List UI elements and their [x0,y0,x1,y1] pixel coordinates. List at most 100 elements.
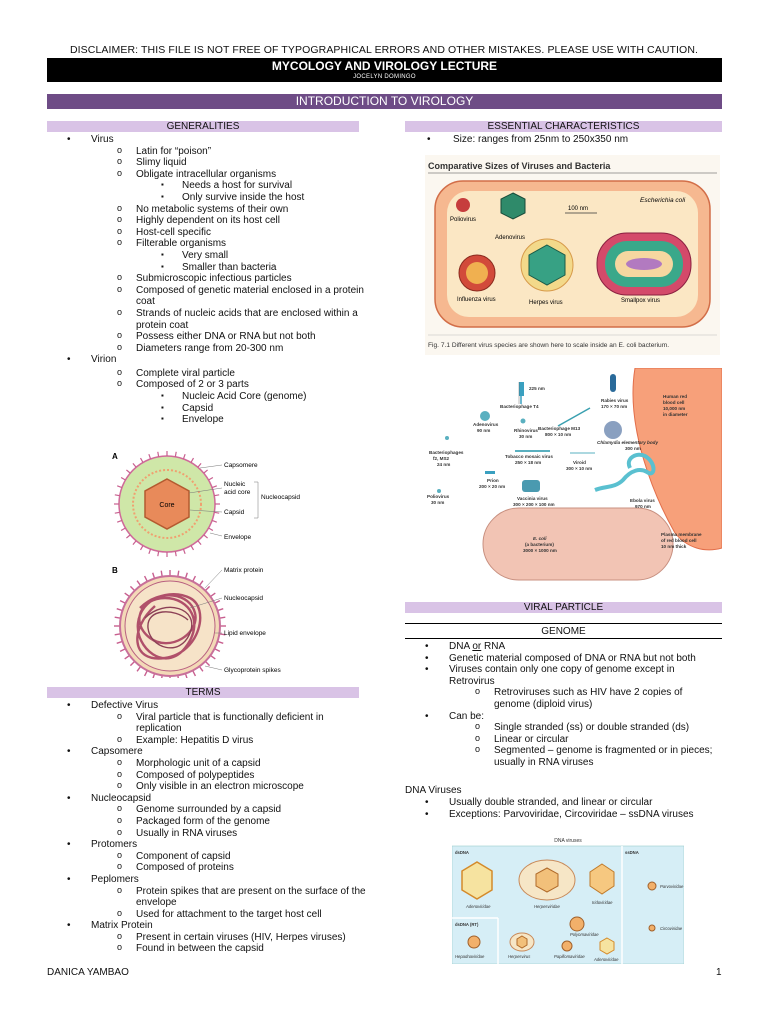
bullet-circle: o [117,733,123,744]
glycoprotein-spike [143,575,148,582]
glycoprotein-spike [136,580,142,586]
comparative-sizes-figure: Comparative Sizes of Viruses and Bacteri… [425,155,720,355]
envelope-label: Envelope [224,534,251,541]
size-label: (a bacterium) [525,542,554,547]
bullet-dot: • [425,797,429,808]
size-label: 3000 × 1000 nm [523,548,557,553]
scale-label: 100 nm [568,206,588,212]
glycoprotein-spike [198,666,204,672]
bullet-circle: o [117,930,123,941]
bullet-dot: • [67,873,71,885]
bullet-square: ▪ [161,414,164,424]
herpesvirus-capsid [516,935,528,949]
size-label: Bacteriophage M13 [538,426,581,431]
size-label: 170 × 70 nm [601,404,627,409]
figure-label-b: B [112,566,118,575]
bullet-circle: o [117,768,123,779]
size-label: 24 nm [437,462,450,467]
capsomere-label: Capsomere [224,462,258,469]
virus-family-label: Hepadnaviridae [455,954,485,959]
glycoprotein-spike [210,592,216,598]
glycoprotein-spike [211,519,218,523]
bullet-circle: o [117,156,123,167]
adenovirus-label: Adenovirus [495,235,525,241]
dna-viruses-list: •Usually double stranded, and linear or … [405,797,720,820]
essential-characteristics-heading: ESSENTIAL CHARACTERISTICS [405,121,722,132]
list-item: •Defective Virus [67,700,159,711]
bullet-circle: o [475,686,481,697]
glycoprotein-spike [116,485,123,489]
figure-label-a: A [112,452,118,461]
bullet-circle: o [117,202,123,213]
glycoprotein-spike [132,463,137,468]
glycoprotein-spike [203,534,208,539]
bullet-circle: o [475,732,481,743]
list-item: •Protomers [67,839,138,851]
list-item: •Usually double stranded, and linear or … [425,797,653,808]
ecoli-bacterium [482,507,674,581]
list-item: •Exceptions: Parvoviridae, Circoviridae … [425,808,694,820]
glycoprotein-spike [177,570,180,577]
size-label: 300 × 200 × 100 nm [513,502,555,507]
bullet-circle: o [117,306,123,317]
virus-size-scale-figure: 225 nm Bacteriophage T4 Rabies virus 170… [427,368,722,581]
glycoprotein-spike [182,548,186,555]
glycoprotein-spike [214,494,220,497]
glycoprotein-spike [214,511,220,514]
list-item: •Matrix Protein [67,920,153,932]
virus-family-label: Papillomaviridae [554,954,585,959]
list-item: •Peplomers [67,873,139,885]
size-label: Prion [487,478,499,483]
nucleic-label: Nucleic [224,481,246,488]
glycoprotein-spike [152,673,156,678]
virus-family-label: Polyomaviridae [570,932,599,937]
document-title-bar: MYCOLOGY AND VIROLOGY LECTURE JOCELYN DO… [47,58,722,82]
bullet-circle: o [117,366,123,377]
glycoprotein-spike [139,545,144,551]
virus-family-label: Circoviridae [660,926,683,931]
glycoprotein-spike [136,666,142,672]
rabies-virus [610,374,616,392]
glycoprotein-spike [132,540,137,545]
parvoviridae-virion [647,881,657,891]
glycoprotein-spike [208,527,214,532]
bullet-square: ▪ [161,180,164,190]
list-item: •Genetic material composed of DNA or RNA… [425,652,696,664]
size-label: 225 nm [529,386,545,391]
ebola-virus [594,452,656,492]
glycoprotein-spike [126,469,131,474]
acid-core-label: acid core [224,489,251,496]
page-number: 1 [716,967,722,978]
bullet-dot: • [425,641,429,652]
bullet-square: ▪ [161,402,164,412]
size-label: Plasma membrane [661,532,702,537]
bullet-dot: • [67,839,71,851]
bullet-circle: o [117,167,123,178]
size-label: 250 × 18 nm [515,460,541,465]
bullet-circle: o [117,283,123,294]
influenza-core [466,262,488,284]
document-title: MYCOLOGY AND VIROLOGY LECTURE [271,59,498,73]
size-label: 10,000 nm [663,406,685,411]
bullet-circle: o [117,237,123,248]
chlamydia-body [604,421,622,439]
glycoprotein-spike [114,494,120,497]
genome-list: •DNA or RNA •Genetic material composed o… [405,641,720,769]
glycoprotein-spike [120,527,126,532]
polyomaviridae-virion [569,916,585,932]
glycoprotein-spike [116,519,123,523]
glycoprotein-spike [182,453,186,460]
list-item: ▪Needs a host for survival [161,180,293,192]
bullet-square: ▪ [161,249,164,259]
